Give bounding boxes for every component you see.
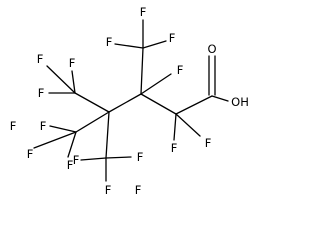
bond-cf3-f xyxy=(49,125,77,133)
fluorine-atom: F xyxy=(27,147,34,161)
bond-cf3-f xyxy=(114,43,144,49)
fluorine-atom: F xyxy=(205,136,212,150)
fluorine-atom: F xyxy=(137,150,144,164)
fluorine-atom: F xyxy=(105,183,112,197)
bond-c3-f xyxy=(140,73,172,95)
bond-cf3-f xyxy=(105,156,132,159)
hydroxyl-group: OH xyxy=(231,95,249,109)
bond-c2-c1 xyxy=(175,95,213,115)
bond-c2-f xyxy=(173,113,177,141)
bond-c4-cf3 xyxy=(74,92,110,113)
bond-cf3-f xyxy=(67,131,77,158)
bond-cf3-f xyxy=(142,40,167,49)
bond-c3-cf3 xyxy=(140,47,144,95)
fluorine-atom: F xyxy=(38,86,45,100)
bond-c4-cq xyxy=(75,111,110,133)
bond-c4-cf3 xyxy=(105,111,110,159)
fluorine-atom: F xyxy=(69,56,76,70)
fluorine-atom: F xyxy=(73,153,80,167)
fluorine-atom: F xyxy=(140,5,147,19)
fluorine-atom: F xyxy=(40,119,47,133)
bond-cf3-f xyxy=(80,157,107,161)
bond-c2-c3 xyxy=(140,93,177,115)
molecule-structure: F F F F F F F F F F F F F F F F F O OH xyxy=(10,5,249,197)
fluorine-atom: F xyxy=(37,52,44,66)
bond-cf3-f xyxy=(71,70,76,94)
bond-c1-oh xyxy=(211,95,229,102)
bond-c2-f xyxy=(175,113,201,137)
bond-cf3-f xyxy=(46,65,76,94)
fluorine-atom: F xyxy=(135,183,142,197)
fluorine-atom: F xyxy=(169,31,176,45)
oxygen-atom: O xyxy=(207,42,216,56)
fluorine-atom: F xyxy=(177,63,184,77)
fluorine-atom: F xyxy=(106,35,113,49)
fluorine-atom: F xyxy=(10,119,17,133)
bond-cf3-f xyxy=(33,131,77,149)
fluorine-atom: F xyxy=(67,158,74,172)
fluorine-atom: F xyxy=(171,141,178,155)
bond-c3-c4 xyxy=(108,93,142,113)
